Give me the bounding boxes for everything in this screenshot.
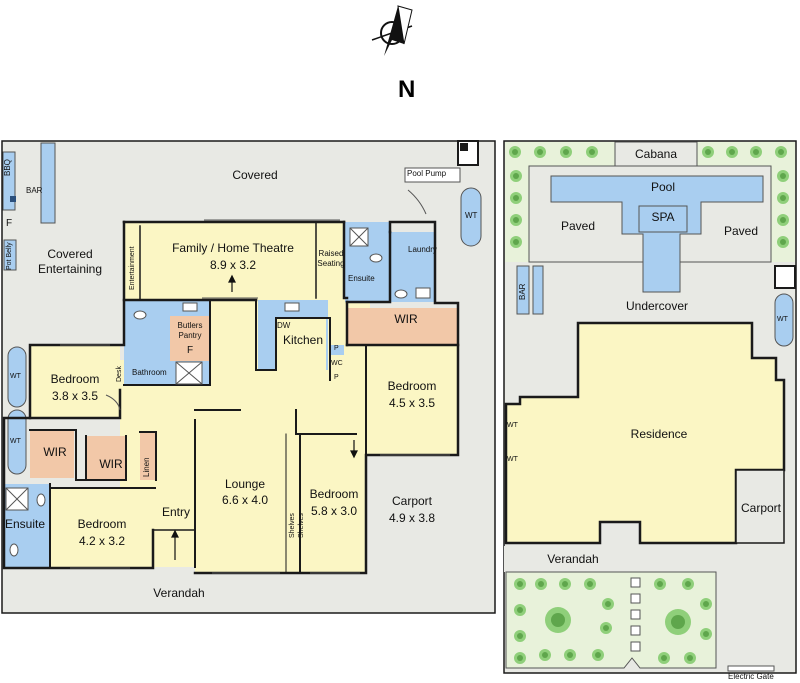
label-wt-site-2: WT bbox=[507, 422, 518, 429]
label-bedroom-1-size: 3.8 x 3.5 bbox=[51, 389, 99, 403]
verandah-site bbox=[504, 546, 716, 572]
label-lounge-size: 6.6 x 4.0 bbox=[221, 493, 269, 507]
label-verandah-site: Verandah bbox=[547, 552, 599, 566]
label-carport-left-size: 4.9 x 3.8 bbox=[388, 511, 436, 525]
label-pool: Pool bbox=[650, 180, 676, 194]
label-lounge: Lounge bbox=[224, 477, 266, 491]
label-entertainment: Entertainment bbox=[129, 246, 136, 290]
label-kitchen: Kitchen bbox=[283, 333, 324, 347]
label-wir-top: WIR bbox=[394, 312, 418, 326]
label-wt-left-1: WT bbox=[10, 373, 21, 380]
label-bedroom-4-size: 4.2 x 3.2 bbox=[78, 534, 126, 548]
label-pantry: Pantry bbox=[178, 331, 202, 340]
label-bedroom-2: Bedroom bbox=[387, 379, 437, 393]
label-f: F bbox=[6, 218, 13, 229]
kitchen-inner bbox=[276, 318, 326, 370]
label-undercover: Undercover bbox=[625, 299, 689, 313]
label-bathroom: Bathroom bbox=[132, 368, 167, 377]
label-ensuite-top: Ensuite bbox=[348, 274, 375, 283]
label-paved-right: Paved bbox=[723, 224, 759, 238]
label-wir-left-1: WIR bbox=[43, 445, 67, 459]
pool bbox=[550, 175, 764, 293]
water-tank bbox=[774, 293, 794, 347]
label-laundry: Laundry bbox=[408, 245, 437, 254]
wir-left-1 bbox=[30, 430, 74, 478]
label-seating: Seating bbox=[317, 259, 345, 268]
label-cabana: Cabana bbox=[634, 147, 678, 161]
garden bbox=[505, 142, 615, 166]
residence bbox=[504, 321, 786, 545]
water-tank bbox=[7, 346, 27, 408]
label-wt-left-2: WT bbox=[10, 438, 21, 445]
north-label: N bbox=[398, 76, 416, 103]
bar-counter bbox=[40, 142, 56, 224]
label-wt-site-3: WT bbox=[507, 456, 518, 463]
label-verandah-left: Verandah bbox=[153, 586, 205, 600]
label-bar: BAR bbox=[26, 186, 43, 195]
label-shelves-2: Shelves bbox=[298, 513, 305, 538]
label-p1: P bbox=[334, 345, 339, 352]
carport-left bbox=[370, 455, 460, 573]
label-spa: SPA bbox=[651, 210, 675, 224]
label-wir-left-2: WIR bbox=[99, 457, 123, 471]
label-shelves-1: Shelves bbox=[289, 513, 296, 538]
pantry-p1 bbox=[330, 345, 344, 355]
label-linen: Linen bbox=[142, 457, 151, 477]
electric-gate bbox=[727, 665, 775, 672]
front-garden bbox=[505, 571, 717, 669]
label-dw: DW bbox=[277, 321, 291, 330]
label-covered: Covered bbox=[232, 168, 278, 182]
water-tank bbox=[460, 187, 482, 247]
label-bar-site: BAR bbox=[518, 283, 527, 300]
bedroom-4 bbox=[50, 488, 155, 568]
label-bedroom-3-size: 5.8 x 3.0 bbox=[310, 504, 358, 518]
label-carport-site: Carport bbox=[740, 501, 782, 515]
label-ensuite-left: Ensuite bbox=[5, 517, 46, 531]
carport-site bbox=[735, 469, 785, 544]
label-carport-left: Carport bbox=[391, 494, 433, 508]
linen-closet bbox=[140, 432, 156, 480]
label-family-size: 8.9 x 3.2 bbox=[209, 258, 257, 272]
label-pool-pump: Pool Pump bbox=[407, 169, 447, 178]
label-bedroom-2-size: 4.5 x 3.5 bbox=[388, 396, 436, 410]
label-fridge: F bbox=[186, 345, 194, 356]
label-desk: Desk bbox=[116, 366, 123, 382]
label-bbq: BBQ bbox=[3, 159, 12, 176]
label-paved-left: Paved bbox=[560, 219, 596, 233]
label-bedroom-4: Bedroom bbox=[77, 517, 127, 531]
label-wc: WC bbox=[331, 360, 343, 367]
butlers-pantry bbox=[170, 316, 210, 361]
label-pot-belly: Pot Belly bbox=[6, 242, 13, 270]
label-p2: P bbox=[334, 374, 339, 381]
wir-left-2 bbox=[86, 436, 126, 480]
label-electric-gate: Electric Gate bbox=[728, 672, 774, 681]
water-tank bbox=[7, 409, 27, 475]
compass-icon bbox=[371, 5, 413, 56]
bbq bbox=[2, 151, 16, 211]
label-family: Family / Home Theatre bbox=[172, 241, 294, 255]
label-entry: Entry bbox=[161, 505, 191, 519]
label-wt: WT bbox=[465, 211, 478, 220]
bar-counter bbox=[516, 265, 530, 315]
label-covered-entertaining-2: Entertaining bbox=[37, 262, 103, 276]
pool-pump bbox=[404, 167, 461, 183]
label-raised: Raised bbox=[318, 249, 344, 258]
wir-top bbox=[347, 308, 457, 345]
label-covered-entertaining: Covered bbox=[47, 247, 93, 261]
spa bbox=[638, 205, 688, 233]
label-wt-site: WT bbox=[777, 316, 788, 323]
label-residence: Residence bbox=[630, 427, 688, 441]
label-bedroom-3: Bedroom bbox=[309, 487, 359, 501]
label-bedroom-1: Bedroom bbox=[50, 372, 100, 386]
label-butlers: Butlers bbox=[177, 321, 203, 330]
